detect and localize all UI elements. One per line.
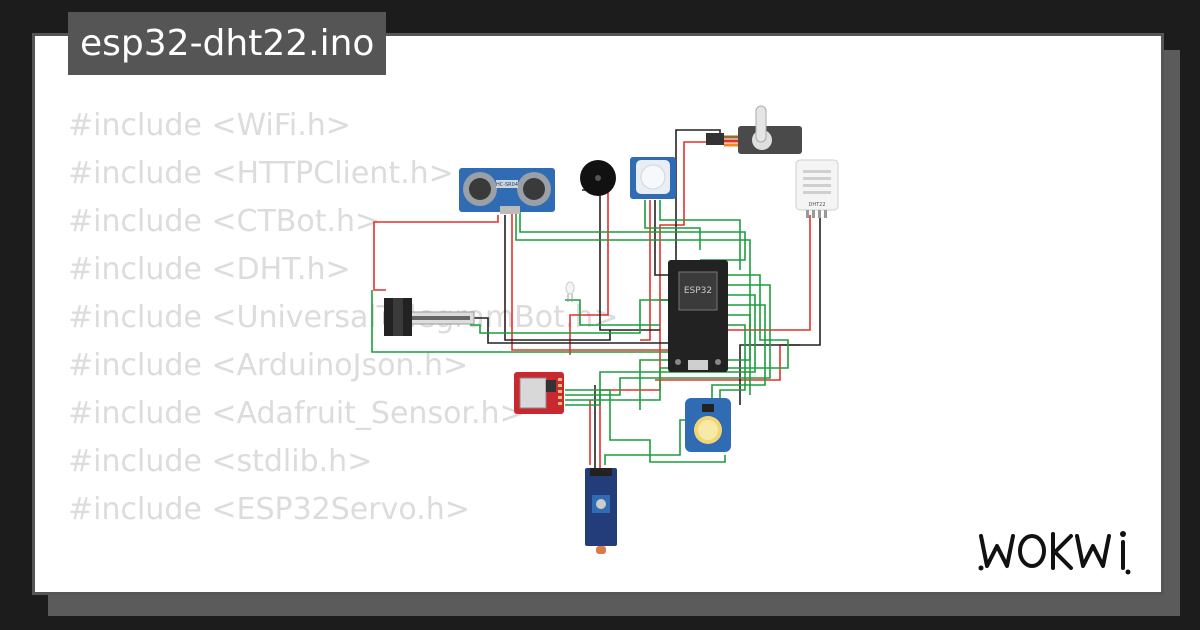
- sketch-filename: esp32-dht22.ino: [68, 12, 387, 75]
- dht-label: DHT22: [808, 202, 825, 208]
- slide-potentiometer: [383, 298, 475, 336]
- code-line: #include <CTBot.h>: [68, 204, 381, 239]
- esp32-board: ESP32: [668, 260, 728, 372]
- wires: [371, 129, 821, 470]
- code-preview: #include <WiFi.h> #include <HTTPClient.h…: [68, 102, 619, 534]
- code-line: #include <Adafruit_Sensor.h>: [68, 396, 525, 431]
- code-line: #include <ESP32Servo.h>: [68, 492, 470, 527]
- ultrasonic-sensor: HC-SR04: [459, 168, 555, 214]
- wokwi-logo: [978, 531, 1131, 575]
- code-line: #include <UniversalTelegramBot.h>: [68, 300, 619, 335]
- dht22-sensor: DHT22: [795, 159, 839, 218]
- buzzer: [580, 160, 616, 196]
- code-line: #include <ArduinoJson.h>: [68, 348, 469, 383]
- light-sensor-module: [585, 468, 617, 554]
- code-line: #include <WiFi.h>: [68, 108, 351, 143]
- led: [565, 281, 575, 302]
- code-line: #include <HTTPClient.h>: [68, 156, 454, 191]
- ultrasonic-label: HC-SR04: [496, 182, 518, 188]
- servo-motor: [706, 105, 802, 154]
- esp32-label: ESP32: [684, 286, 712, 296]
- pir-sensor: [630, 157, 676, 199]
- code-line: #include <DHT.h>: [68, 252, 351, 287]
- code-line: #include <stdlib.h>: [68, 444, 373, 479]
- sd-card-module: [514, 372, 564, 414]
- rtc-module: [685, 398, 731, 452]
